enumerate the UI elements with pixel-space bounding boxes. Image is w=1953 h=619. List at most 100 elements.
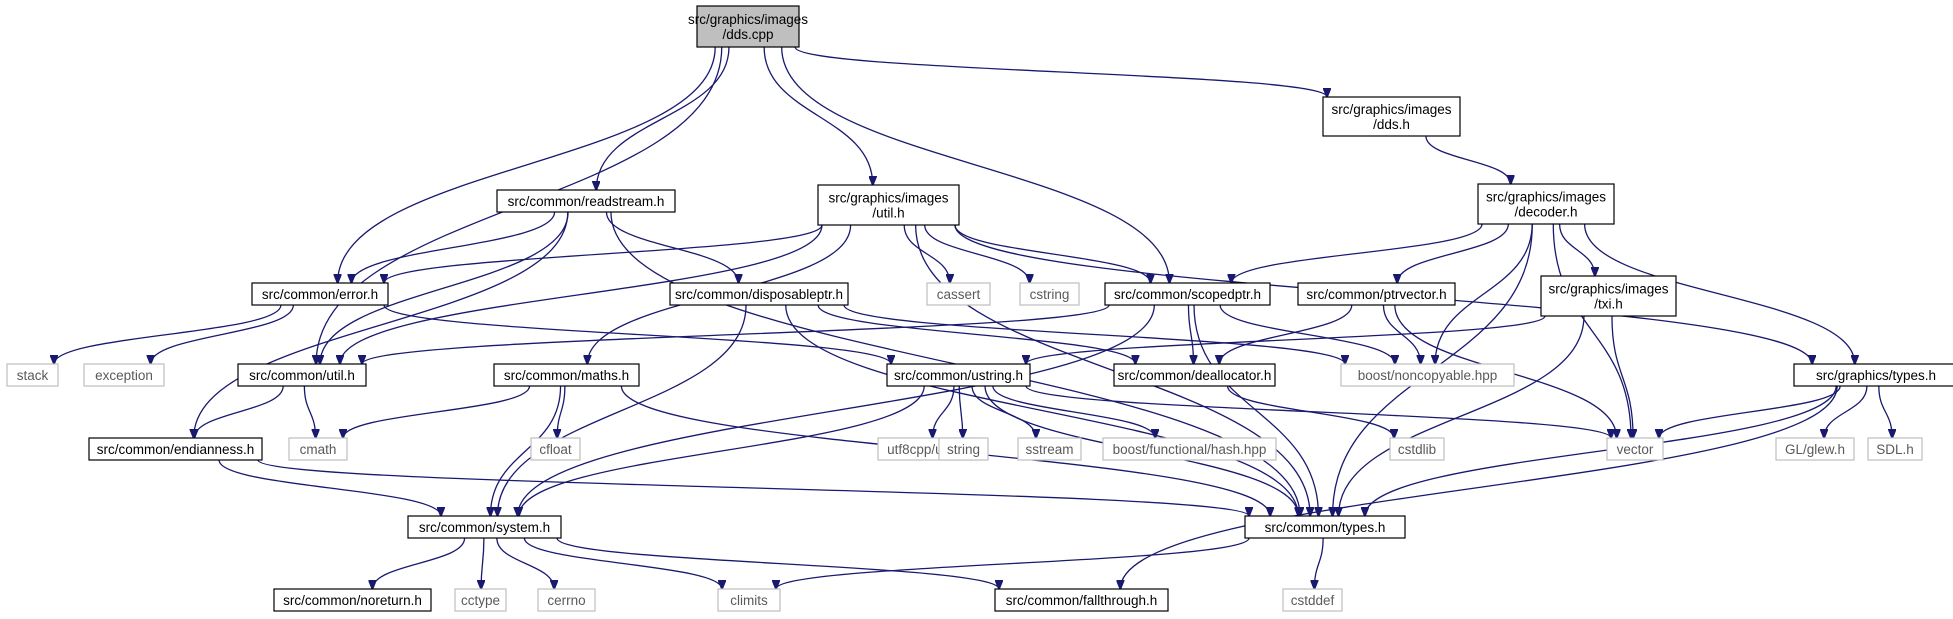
edge-ctypes-to-cstddef bbox=[1314, 537, 1324, 589]
edge-gtypes-to-fallthrough bbox=[1120, 385, 1838, 589]
edge-gtypes-to-vector bbox=[1659, 385, 1841, 438]
node-label: src/graphics/images bbox=[1331, 102, 1451, 117]
node-decoder[interactable]: src/graphics/images/decoder.h bbox=[1477, 183, 1615, 225]
node-label: cfloat bbox=[539, 442, 572, 457]
node-label: /dds.h bbox=[1373, 117, 1410, 132]
node-box bbox=[1282, 588, 1343, 612]
edge-ctypes-to-climits bbox=[776, 537, 1250, 589]
node-cmath: cmath bbox=[288, 437, 348, 461]
node-cfloat: cfloat bbox=[530, 437, 581, 461]
edge-system-to-noreturn bbox=[372, 537, 466, 589]
node-label: boost/noncopyable.hpp bbox=[1358, 368, 1498, 383]
node-system[interactable]: src/common/system.h bbox=[407, 515, 562, 539]
node-deallocator[interactable]: src/common/deallocator.h bbox=[1113, 363, 1276, 387]
node-endianness[interactable]: src/common/endianness.h bbox=[88, 437, 263, 461]
node-label: src/common/util.h bbox=[249, 368, 355, 383]
node-fallthrough[interactable]: src/common/fallthrough.h bbox=[994, 588, 1169, 612]
node-label: src/common/endianness.h bbox=[97, 442, 255, 457]
node-box bbox=[1102, 437, 1277, 461]
node-glew: GL/glew.h bbox=[1775, 437, 1855, 461]
node-label: src/common/disposableptr.h bbox=[675, 287, 843, 302]
node-dds_cpp[interactable]: src/graphics/images/dds.cpp bbox=[688, 5, 808, 48]
edge-disposable-to-system bbox=[497, 304, 747, 516]
node-error[interactable]: src/common/error.h bbox=[251, 282, 389, 306]
node-readstream[interactable]: src/common/readstream.h bbox=[496, 189, 676, 213]
node-label: cstdlib bbox=[1398, 442, 1436, 457]
edge-maths-to-cmath bbox=[343, 385, 531, 438]
node-label: vector bbox=[1617, 442, 1654, 457]
node-noreturn[interactable]: src/common/noreturn.h bbox=[273, 588, 432, 612]
node-box bbox=[1793, 363, 1953, 387]
node-ustring[interactable]: src/common/ustring.h bbox=[886, 363, 1031, 387]
node-gtypes[interactable]: src/graphics/types.h bbox=[1793, 363, 1953, 387]
node-label: src/graphics/images bbox=[1486, 190, 1606, 205]
node-cstddef: cstddef bbox=[1282, 588, 1343, 612]
node-box bbox=[237, 363, 367, 387]
node-label: stack bbox=[17, 368, 49, 383]
edge-system-to-climits bbox=[523, 537, 722, 589]
node-box bbox=[251, 282, 389, 306]
node-label: src/graphics/images bbox=[828, 191, 948, 206]
node-label: src/common/fallthrough.h bbox=[1006, 593, 1158, 608]
node-scopedptr[interactable]: src/common/scopedptr.h bbox=[1104, 282, 1271, 306]
node-box bbox=[1477, 183, 1615, 225]
node-box bbox=[537, 588, 596, 612]
node-box bbox=[1017, 437, 1082, 461]
node-box bbox=[288, 437, 348, 461]
node-cerrno: cerrno bbox=[537, 588, 596, 612]
edge-gutil-to-cstring bbox=[924, 224, 1030, 283]
edge-dds_cpp-to-dds_h bbox=[794, 46, 1327, 97]
node-txi[interactable]: src/graphics/images/txi.h bbox=[1540, 275, 1677, 317]
node-climits: climits bbox=[717, 588, 781, 612]
node-disposable[interactable]: src/common/disposableptr.h bbox=[669, 282, 849, 306]
node-gutil[interactable]: src/graphics/images/util.h bbox=[817, 184, 960, 226]
edge-dds_cpp-to-readstream bbox=[596, 46, 730, 190]
node-cstring: cstring bbox=[1019, 282, 1080, 306]
node-box bbox=[273, 588, 432, 612]
node-box bbox=[493, 363, 640, 387]
edge-error-to-ustring bbox=[383, 304, 891, 364]
node-cctype: cctype bbox=[454, 588, 507, 612]
edge-ptrvector-to-deallocator bbox=[1219, 304, 1353, 364]
node-box bbox=[1322, 96, 1461, 137]
node-noncopyable: boost/noncopyable.hpp bbox=[1340, 363, 1515, 387]
node-label: src/common/maths.h bbox=[504, 368, 629, 383]
edge-scopedptr-to-deallocator bbox=[1187, 304, 1193, 364]
node-ptrvector[interactable]: src/common/ptrvector.h bbox=[1297, 282, 1456, 306]
node-label: cstring bbox=[1030, 287, 1070, 302]
node-box bbox=[1113, 363, 1276, 387]
node-box bbox=[88, 437, 263, 461]
node-sdl: SDL.h bbox=[1867, 437, 1923, 461]
node-cutil[interactable]: src/common/util.h bbox=[237, 363, 367, 387]
node-box bbox=[926, 282, 991, 306]
edge-system-to-fallthrough bbox=[556, 537, 999, 589]
edge-scopedptr-to-ctypes bbox=[1193, 304, 1319, 516]
edge-error-to-exception bbox=[151, 304, 295, 364]
node-label: src/graphics/types.h bbox=[1816, 368, 1936, 383]
node-label: cstddef bbox=[1291, 593, 1335, 608]
node-label: src/common/deallocator.h bbox=[1118, 368, 1272, 383]
node-box bbox=[717, 588, 781, 612]
node-dds_h[interactable]: src/graphics/images/dds.h bbox=[1322, 96, 1461, 137]
edge-gutil-to-cutil bbox=[340, 224, 823, 364]
node-ctypes[interactable]: src/common/types.h bbox=[1244, 515, 1406, 539]
edge-endianness-to-system bbox=[218, 459, 441, 516]
node-label: GL/glew.h bbox=[1785, 442, 1845, 457]
node-label: /decoder.h bbox=[1514, 205, 1577, 220]
node-label: cerrno bbox=[547, 593, 585, 608]
node-label: sstream bbox=[1025, 442, 1073, 457]
node-maths[interactable]: src/common/maths.h bbox=[493, 363, 640, 387]
edge-gtypes-to-sdl bbox=[1878, 385, 1892, 438]
node-box bbox=[886, 363, 1031, 387]
node-label: string bbox=[947, 442, 980, 457]
edge-dds_cpp-to-scopedptr bbox=[781, 46, 1170, 283]
node-box bbox=[407, 515, 562, 539]
node-box bbox=[1244, 515, 1406, 539]
node-box bbox=[1540, 275, 1677, 317]
edge-ustring-to-string bbox=[958, 385, 963, 438]
edge-decoder-to-noncopyable bbox=[1435, 223, 1533, 364]
node-cassert: cassert bbox=[926, 282, 991, 306]
node-box bbox=[83, 363, 165, 387]
edge-ustring-to-vector bbox=[1025, 385, 1611, 438]
edge-scopedptr-to-cutil bbox=[362, 304, 1110, 364]
